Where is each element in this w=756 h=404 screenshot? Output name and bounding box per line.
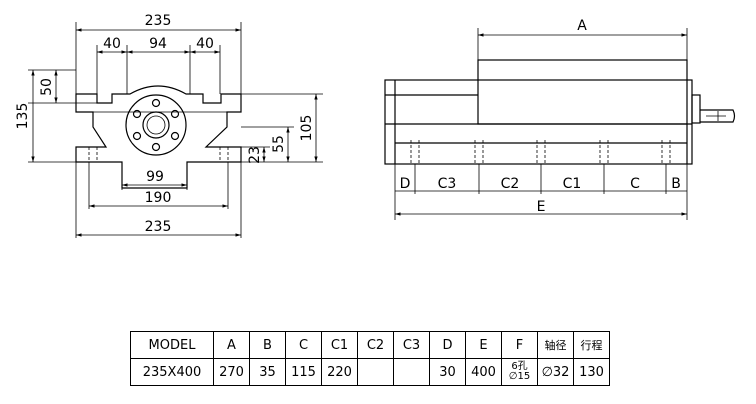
cell-C2 [357, 358, 394, 386]
cell-C: 115 [285, 358, 322, 386]
shaft-collar [691, 94, 701, 124]
bolt-hole [132, 131, 142, 141]
bolt-hole [132, 109, 142, 119]
spec-header-row: MODEL A B C C1 C2 C3 D E F 轴径 行程 [130, 331, 610, 359]
side-jaw-block [477, 59, 688, 125]
dim-135: 135 [15, 103, 31, 130]
header-cell: 行程 [573, 331, 610, 359]
dim-50: 50 [39, 78, 55, 96]
cell-F-line1: 6孔 [511, 361, 528, 372]
cell-B: 35 [249, 358, 286, 386]
dim-C1: C1 [563, 176, 582, 192]
side-hidden-holes [410, 140, 671, 164]
cell-C3 [393, 358, 430, 386]
side-body [384, 79, 693, 165]
chuck-inner [146, 115, 166, 135]
header-cell: MODEL [130, 331, 214, 359]
header-cell: C2 [357, 331, 394, 359]
dim-C2: C2 [501, 176, 520, 192]
dim-C3: C3 [438, 176, 457, 192]
cell-stroke: 130 [573, 358, 610, 386]
technical-drawing: 235 40 94 40 50 135 105 55 23 99 190 235 [15, 13, 736, 238]
front-view: 235 40 94 40 50 135 105 55 23 99 190 235 [15, 13, 323, 238]
header-cell: 轴径 [537, 331, 574, 359]
dim-A: A [577, 18, 587, 34]
header-cell: C3 [393, 331, 430, 359]
spec-table: MODEL A B C C1 C2 C3 D E F 轴径 行程 235X400… [130, 331, 610, 386]
front-body-outline [75, 85, 242, 189]
cell-A: 270 [213, 358, 250, 386]
dim-235-bottom: 235 [145, 219, 172, 235]
bolt-hole [170, 109, 180, 119]
dim-55: 55 [271, 135, 287, 153]
cell-model: 235X400 [130, 358, 214, 386]
bolt-hole [151, 142, 161, 152]
bolt-hole [170, 131, 180, 141]
chuck-bore [142, 111, 170, 139]
dim-94: 94 [149, 36, 167, 52]
dim-B: B [671, 176, 681, 192]
dim-40-left: 40 [103, 36, 121, 52]
dim-235-top: 235 [145, 13, 172, 29]
header-cell: B [249, 331, 286, 359]
dim-40-right: 40 [196, 36, 214, 52]
dim-23: 23 [247, 146, 263, 164]
cell-shaft: ∅32 [537, 358, 574, 386]
dim-190: 190 [145, 190, 172, 206]
header-cell: C1 [321, 331, 358, 359]
header-cell: D [429, 331, 466, 359]
cell-E: 400 [465, 358, 502, 386]
dim-C: C [630, 176, 640, 192]
bolt-hole [151, 98, 161, 108]
header-cell: F [501, 331, 538, 359]
dim-D: D [400, 176, 411, 192]
side-view: A D C3 C2 C1 C B E [384, 18, 736, 220]
dim-E: E [537, 199, 546, 215]
cell-D: 30 [429, 358, 466, 386]
header-cell: E [465, 331, 502, 359]
bolt-holes [132, 98, 180, 152]
header-cell: A [213, 331, 250, 359]
cell-F: 6孔 ∅15 [501, 358, 538, 386]
shaft [700, 109, 736, 123]
cell-C1: 220 [321, 358, 358, 386]
header-cell: C [285, 331, 322, 359]
chuck-outer [125, 94, 187, 156]
cell-F-line2: ∅15 [508, 371, 531, 382]
dim-99: 99 [146, 169, 164, 185]
dim-105: 105 [299, 115, 315, 142]
spec-data-row: 235X400 270 35 115 220 30 400 6孔 ∅15 ∅32… [130, 358, 610, 386]
